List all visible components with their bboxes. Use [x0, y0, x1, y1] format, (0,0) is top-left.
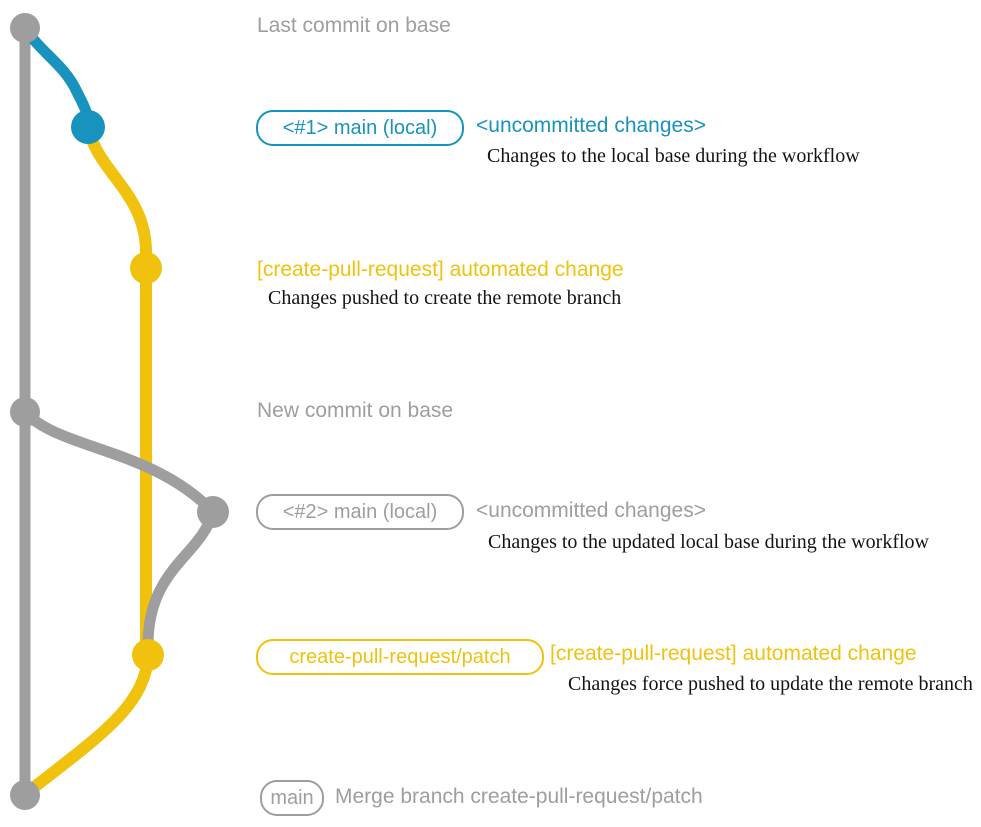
- automated-change-description-1: Changes pushed to create the remote bran…: [268, 287, 622, 309]
- commit-dot-local-main-1: [71, 110, 105, 144]
- last-commit-heading: Last commit on base: [257, 14, 451, 37]
- automated-change-description-2: Changes force pushed to update the remot…: [568, 673, 973, 695]
- automated-change-heading-1: [create-pull-request] automated change: [257, 258, 624, 281]
- commit-dot-merge: [10, 780, 40, 810]
- commit-dot-new-base: [10, 397, 40, 427]
- merge-to-base-line: [22, 649, 154, 798]
- branch-badge-main: main: [260, 780, 324, 816]
- commit-dot-local-main-2: [197, 496, 229, 528]
- rebase-merge-line: [142, 506, 219, 651]
- branch-badge-main-local-1: <#1> main (local): [256, 110, 464, 146]
- uncommitted-changes-heading-1: <uncommitted changes>: [476, 114, 706, 137]
- remote-branch-line: [82, 121, 152, 661]
- rebase-branch-line: [19, 406, 219, 518]
- local-main-branch-line: [19, 22, 94, 133]
- branch-badge-create-pull-request-patch: create-pull-request/patch: [256, 639, 544, 675]
- commit-dot-last-base: [10, 13, 40, 43]
- uncommitted-changes-description-2: Changes to the updated local base during…: [488, 531, 929, 553]
- new-commit-heading: New commit on base: [257, 399, 454, 422]
- commit-dot-remote-1: [130, 252, 162, 284]
- commit-dot-remote-2: [132, 639, 164, 671]
- merge-heading: Merge branch create-pull-request/patch: [335, 785, 703, 808]
- git-graph: [10, 13, 229, 810]
- branch-badge-main-local-2: <#2> main (local): [256, 494, 464, 530]
- uncommitted-changes-description-1: Changes to the local base during the wor…: [487, 145, 860, 167]
- automated-change-heading-2: [create-pull-request] automated change: [550, 642, 917, 665]
- uncommitted-changes-heading-2: <uncommitted changes>: [476, 499, 706, 522]
